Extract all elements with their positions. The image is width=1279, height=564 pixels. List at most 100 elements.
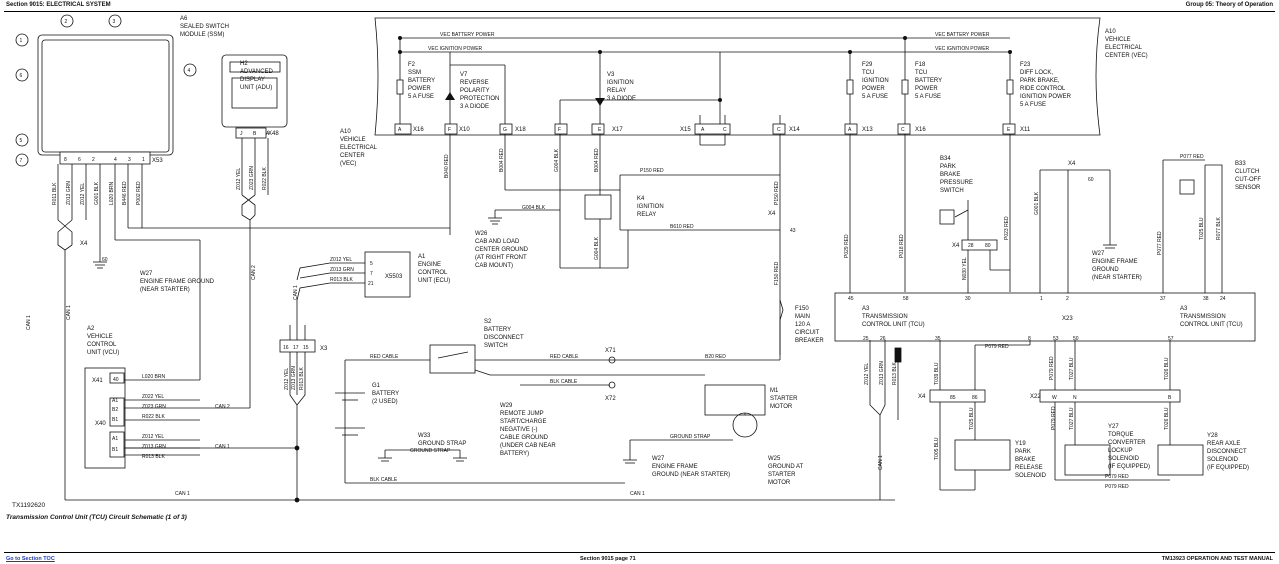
label-a6-0: A6	[180, 16, 188, 22]
label-w29-1: REMOTE JUMP	[500, 411, 544, 417]
y19-solenoid	[954, 439, 1011, 471]
label-b33-3: SENSOR	[1235, 185, 1261, 191]
connector-x53: X53	[152, 158, 163, 164]
label-v3-0: V3	[607, 72, 615, 78]
wire-z013d: Z013 GRN	[142, 444, 166, 450]
can-label-4: CAN 1	[878, 455, 884, 470]
wire-z023b: Z023 GRN	[142, 404, 166, 410]
label-k4-0: K4	[637, 196, 645, 202]
wire-t025: T025 BLU	[1199, 217, 1205, 240]
label-y27-2: CONVERTER	[1108, 440, 1146, 446]
x4-60-pin: 60	[102, 257, 108, 263]
label-w27b-2: GROUND (NEAR STARTER)	[652, 472, 730, 478]
wire-g001b: G001 BLK	[1034, 191, 1040, 215]
vec-pin-0: A	[398, 127, 402, 133]
wire-p079a: P079 RED	[985, 344, 1009, 350]
group-title: Group 05: Theory of Operation	[1185, 2, 1273, 8]
wire-p023: P023 RED	[1004, 216, 1010, 240]
tcu-top-pin-1: 58	[903, 296, 909, 302]
label-v7-4: 3 A DIODE	[460, 104, 489, 110]
callout-6: 6	[20, 73, 23, 79]
label-v7-2: POLARITY	[460, 88, 490, 94]
wire-z012e: Z012 YEL	[142, 434, 164, 440]
label-v3-1: IGNITION	[607, 80, 634, 86]
label-f150-2: 120 A	[795, 322, 810, 328]
label-w27a-1: ENGINE FRAME GROUND	[140, 279, 215, 285]
x4-right-pin-0: 28	[968, 243, 974, 249]
label-v7-3: PROTECTION	[460, 96, 499, 102]
label-h2-1: ADVANCED	[240, 69, 274, 75]
connector-x4b: X4	[768, 211, 776, 217]
label-f29-2: IGNITION	[862, 78, 889, 84]
wire-p079b: P079 RED	[1049, 356, 1055, 380]
wire-t039: T039 BLU	[934, 362, 940, 385]
bus-label-vec-ign-1: VEC IGNITION POWER	[428, 46, 483, 52]
label-a10_left-2: ELECTRICAL	[340, 145, 378, 151]
label-y27-5: (IF EQUIPPED)	[1108, 464, 1150, 470]
toc-link[interactable]: Go to Section TOC	[6, 556, 55, 562]
wire-z013e: Z013 GRN	[879, 361, 885, 385]
label-y19-4: SOLENOID	[1015, 473, 1047, 479]
label-g1-2: (2 USED)	[372, 399, 398, 405]
callout-4: 4	[188, 68, 191, 74]
x3-pin-0: 16	[283, 345, 289, 351]
wire-g004b: G004 BLK	[522, 205, 546, 211]
adu-pin-0: J	[240, 131, 243, 137]
callout-7: 7	[20, 158, 23, 164]
wire-r013: R013 BLK	[330, 277, 353, 283]
label-b34-2: BRAKE	[940, 172, 960, 178]
connector-x13: X13	[862, 127, 873, 133]
wire-f150: F150 RED	[774, 261, 780, 285]
label-s2-2: DISCONNECT	[484, 335, 524, 341]
label-a2-2: CONTROL	[87, 342, 117, 348]
label-f23-3: RIDE CONTROL	[1020, 86, 1066, 92]
label-y19-2: BRAKE	[1015, 457, 1035, 463]
label-k4-1: IGNITION	[637, 204, 664, 210]
connector-x4d: X4	[1068, 161, 1076, 167]
wire-b20: B20 RED	[705, 354, 726, 360]
label-y19-1: PARK	[1015, 449, 1031, 455]
wire-z013b: Z013 GRN	[330, 267, 354, 273]
wire-p079c: P079 RED	[1051, 406, 1057, 430]
label-a10_right-0: A10	[1105, 29, 1116, 35]
wire-p079e: P079 RED	[1105, 484, 1129, 490]
wire-t027b: T027 BLU	[1069, 407, 1075, 430]
connector-x17: X17	[612, 127, 623, 133]
label-w29-5: (UNDER CAB NEAR	[500, 443, 556, 449]
footer-rule	[4, 552, 1275, 553]
label-y27-1: TORQUE	[1108, 432, 1134, 438]
tcu-top-pin-6: 38	[1203, 296, 1209, 302]
wire-z012d: Z012 YEL	[284, 368, 290, 390]
wire-b446: B446 RED	[122, 181, 128, 205]
label-a6-2: MODULE (SSM)	[180, 32, 224, 38]
wire-r013c: R013 BLK	[142, 454, 165, 460]
label-w33-1: GROUND STRAP	[418, 441, 466, 447]
x22-pin-2: B	[1168, 395, 1172, 401]
label-f2-4: 5 A FUSE	[408, 94, 434, 100]
connector-x15: X15	[680, 127, 691, 133]
x3-pin-2: 15	[303, 345, 309, 351]
label-y28-3: SOLENOID	[1207, 457, 1239, 463]
tcu-bot-pin-2: 35	[935, 336, 941, 342]
label-w27b-1: ENGINE FRAME	[652, 464, 698, 470]
section-title: Section 9015: ELECTRICAL SYSTEM	[6, 2, 111, 8]
label-w26-4: CAB MOUNT)	[475, 263, 513, 269]
label-a10_right-2: ELECTRICAL	[1105, 45, 1143, 51]
label-b34-0: B34	[940, 156, 951, 162]
wire-p150a: P150 RED	[640, 168, 664, 174]
x4-43-pin: 43	[790, 228, 796, 234]
tcu-top-pin-5: 37	[1160, 296, 1166, 302]
can-label-8: CAN 1	[293, 285, 299, 300]
tcu-bot-pin-4: 53	[1053, 336, 1059, 342]
label-s2-0: S2	[484, 319, 492, 325]
tcu-bot-pin-5: 50	[1073, 336, 1079, 342]
label-y28-1: REAR AXLE	[1207, 441, 1240, 447]
wire-g004c: G004 BLK	[594, 236, 600, 260]
label-a10_left-3: CENTER	[340, 153, 365, 159]
starter-motor	[732, 412, 758, 438]
wire-t026: T026 BLU	[1164, 357, 1170, 380]
label-b34-3: PRESSURE	[940, 180, 973, 186]
label-w27a-0: W27	[140, 271, 153, 277]
wire-z012f: Z012 YEL	[864, 363, 870, 385]
callouts	[15, 14, 197, 167]
